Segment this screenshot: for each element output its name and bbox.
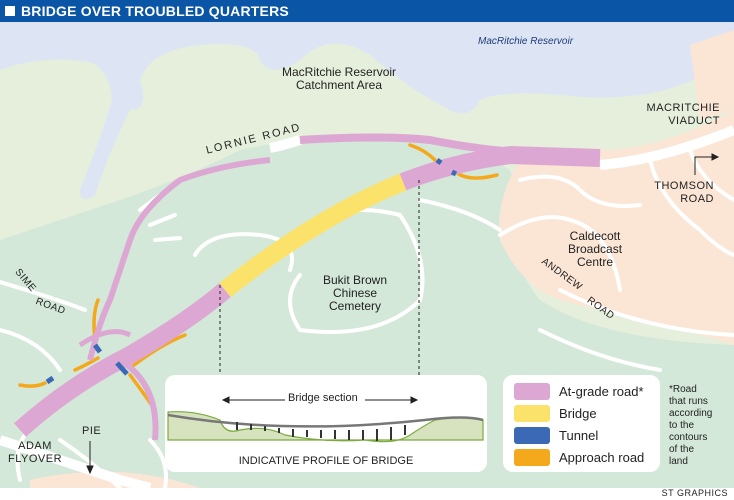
thomson-road-label: THOMSON ROAD (654, 180, 714, 205)
adam-flyover-label: ADAM FLYOVER (8, 440, 63, 465)
macritchie-viaduct-label: MACRITCHIE VIADUCT (646, 102, 720, 127)
square-bullet-icon (5, 6, 15, 16)
urban-zone (499, 110, 734, 345)
profile-caption: INDICATIVE PROFILE OF BRIDGE (238, 455, 414, 467)
at-grade-swatch (514, 383, 550, 400)
legend-item-tunnel: Tunnel (514, 427, 598, 444)
legend-item-bridge: Bridge (514, 405, 597, 422)
legend-footnote: *Road that runs according to the contour… (669, 384, 713, 467)
credit-label: ST GRAPHICS (661, 488, 728, 498)
pie-label: PIE (82, 425, 102, 437)
broadcast-centre-label: Caldecott Broadcast Centre (568, 229, 623, 269)
legend-item-approach: Approach road (514, 449, 644, 466)
bridge-profile-inset: Bridge section INDICATIVE PROFILE OF BRI… (165, 375, 487, 472)
cemetery-label: Bukit Brown Chinese Cemetery (323, 273, 388, 313)
bridge-profile-diagram (167, 396, 484, 443)
bridge-swatch (514, 405, 550, 422)
graphic-title: BRIDGE OVER TROUBLED QUARTERS (21, 3, 289, 19)
catchment-area-label: MacRitchie Reservoir Catchment Area (282, 65, 397, 92)
reservoir-label: MacRitchie Reservoir (478, 36, 574, 47)
bridge-segment (219, 173, 407, 298)
tunnel-swatch (514, 427, 550, 444)
bridge-section-label: Bridge section (285, 392, 361, 404)
legend: At-grade road* Bridge Tunnel Approach ro… (503, 375, 660, 472)
legend-item-at-grade: At-grade road* (514, 383, 644, 400)
approach-swatch (514, 449, 550, 466)
header-bar: BRIDGE OVER TROUBLED QUARTERS (0, 0, 734, 22)
